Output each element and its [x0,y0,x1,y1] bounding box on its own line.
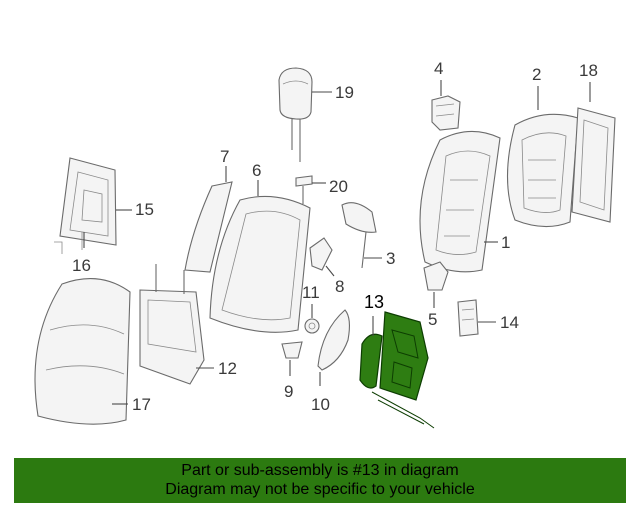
side-bolster-part-10 [317,309,351,371]
callout-5: 5 [428,310,437,329]
callout-9: 9 [284,382,293,401]
bolt-part-20 [295,175,313,204]
callout-1: 1 [501,233,510,252]
callout-10: 10 [311,395,330,414]
callout-18: 18 [579,61,598,80]
seat-back-frame-part [419,130,501,273]
seat-exploded-diagram: 19 4 2 18 1 [34,59,616,429]
callout-20: 20 [329,177,348,196]
bracket-part-8 [309,237,333,271]
callout-14: 14 [500,313,519,332]
connector-part-14 [457,299,479,337]
backrest-frame-part [506,113,579,228]
bracket-part-4 [431,95,461,131]
side-trim-part-7 [184,181,233,273]
callout-6: 6 [252,161,261,180]
headrest-part [278,67,313,162]
callout-19: 19 [335,83,354,102]
callout-8: 8 [335,277,344,296]
nut-part-11 [304,318,320,334]
callout-4: 4 [434,59,443,78]
callout-13: 13 [364,292,384,312]
callout-16: 16 [72,256,91,275]
banner-line-1: Part or sub-assembly is #13 in diagram [181,462,459,479]
callout-3: 3 [386,249,395,268]
highlighted-part-13[interactable] [359,311,435,429]
info-banner: Part or sub-assembly is #13 in diagram D… [14,458,626,503]
rear-panel-part [571,107,616,223]
wire-part-16 [54,232,83,254]
lever-part-3 [341,202,377,269]
callout-2: 2 [532,65,541,84]
seat-frame-part-12 [139,264,205,385]
callout-11: 11 [302,283,320,302]
seat-back-cushion-part-6 [209,195,311,333]
callout-15: 15 [135,200,154,219]
clip-part-5 [423,261,449,291]
seat-cushion-part-17 [34,278,131,425]
callout-17: 17 [132,395,151,414]
callout-7: 7 [220,147,229,166]
cover-part-9 [281,341,303,359]
banner-line-2: Diagram may not be specific to your vehi… [165,481,475,498]
back-panel-part-15 [59,157,117,246]
callout-12: 12 [218,359,237,378]
